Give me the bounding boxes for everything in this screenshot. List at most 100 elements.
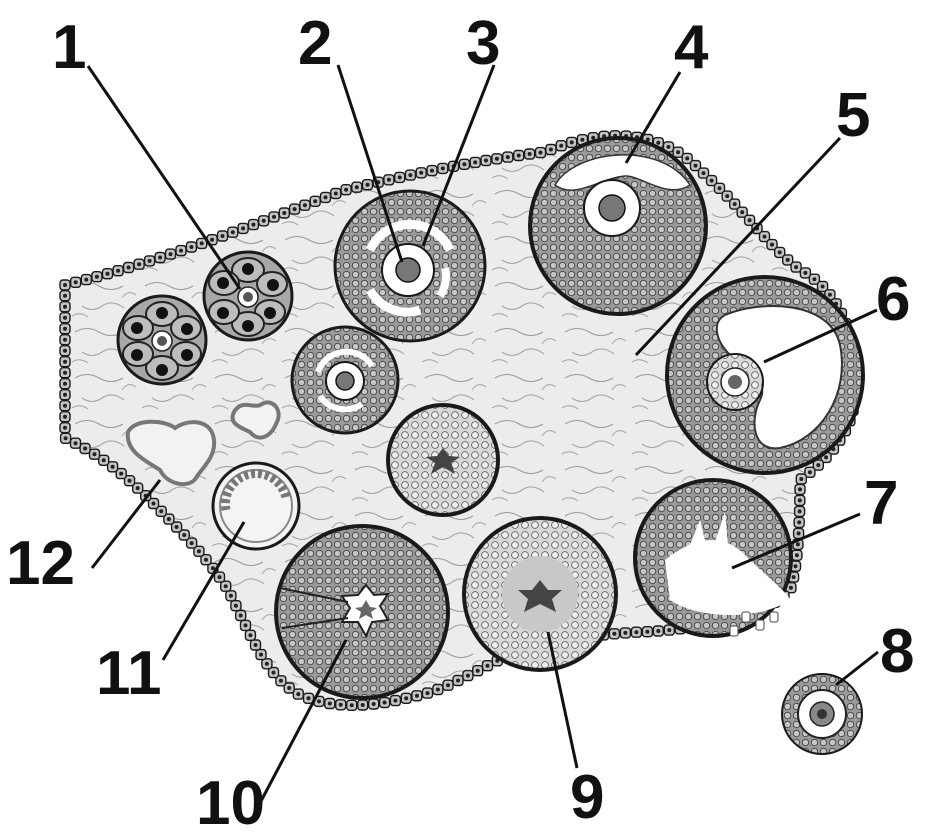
epithelium-cell-nucleus bbox=[372, 702, 376, 706]
epithelium-cell-nucleus bbox=[224, 584, 228, 588]
epithelium-cell-nucleus bbox=[152, 502, 156, 506]
epithelium-cell-nucleus bbox=[231, 230, 235, 234]
epithelium-cell-nucleus bbox=[725, 194, 729, 198]
epithelium-cell-nucleus bbox=[204, 558, 208, 562]
epithelium-cell-nucleus bbox=[559, 144, 563, 148]
label-9: 9 bbox=[570, 763, 604, 832]
label-8: 8 bbox=[880, 617, 914, 686]
atretic-follicle-center bbox=[388, 405, 498, 515]
primordial-follicle-lower bbox=[118, 296, 206, 384]
label-6: 6 bbox=[876, 265, 910, 334]
epithelium-cell-nucleus bbox=[265, 662, 269, 666]
label-11: 11 bbox=[96, 639, 162, 708]
epithelium-cell-nucleus bbox=[63, 349, 67, 353]
epithelium-cell-nucleus bbox=[63, 404, 67, 408]
epithelium-cell-nucleus bbox=[324, 195, 328, 199]
epithelium-cell-nucleus bbox=[293, 207, 297, 211]
epithelium-cell-nucleus bbox=[570, 140, 574, 144]
epithelium-cell-nucleus bbox=[733, 202, 737, 206]
epithelium-cell-nucleus bbox=[148, 259, 152, 263]
epithelium-cell-nucleus bbox=[159, 509, 163, 513]
epithelium-cell-nucleus bbox=[307, 696, 311, 700]
epithelium-cell-nucleus bbox=[279, 679, 283, 683]
epithelium-cell-nucleus bbox=[786, 258, 790, 262]
epithelium-cell-nucleus bbox=[796, 542, 800, 546]
label-10: 10 bbox=[196, 769, 265, 834]
epithelium-cell-nucleus bbox=[175, 525, 179, 529]
epithelium-cell-nucleus bbox=[248, 633, 252, 637]
epithelium-cell-nucleus bbox=[239, 614, 243, 618]
epithelium-cell-nucleus bbox=[334, 192, 338, 196]
epithelium-cell-nucleus bbox=[710, 179, 714, 183]
epithelium-cell-nucleus bbox=[798, 487, 802, 491]
epithelium-cell-nucleus bbox=[119, 472, 123, 476]
epithelium-cell-nucleus bbox=[190, 541, 194, 545]
epithelium-cell-nucleus bbox=[200, 241, 204, 245]
epithelium-cell-nucleus bbox=[778, 250, 782, 254]
epithelium-cell-nucleus bbox=[83, 447, 87, 451]
epithelium-cell-nucleus bbox=[580, 138, 584, 142]
epithelium-cell-nucleus bbox=[462, 162, 466, 166]
epithelium-cell-nucleus bbox=[797, 520, 801, 524]
epithelium-cell-nucleus bbox=[795, 553, 799, 557]
epithelium-cell-nucleus bbox=[398, 175, 402, 179]
epithelium-cell-nucleus bbox=[387, 178, 391, 182]
corpus-albicans bbox=[213, 463, 299, 549]
epithelium-cell-nucleus bbox=[430, 169, 434, 173]
epithelium-cell-nucleus bbox=[549, 148, 553, 152]
epithelium-cell-nucleus bbox=[63, 415, 67, 419]
growing-follicle-small bbox=[292, 327, 398, 433]
epithelium-cell-nucleus bbox=[419, 171, 423, 175]
epithelium-cell-nucleus bbox=[234, 604, 238, 608]
epithelium-cell-nucleus bbox=[63, 294, 67, 298]
epithelium-cell-nucleus bbox=[466, 674, 470, 678]
corpus-luteum-large bbox=[276, 526, 448, 698]
epithelium-cell-nucleus bbox=[244, 623, 248, 627]
epithelium-cell-nucleus bbox=[93, 452, 97, 456]
epithelium-cell-nucleus bbox=[441, 166, 445, 170]
epithelium-cell-nucleus bbox=[137, 262, 141, 266]
epithelium-cell-nucleus bbox=[63, 327, 67, 331]
label-7: 7 bbox=[864, 469, 898, 538]
epithelium-cell-nucleus bbox=[792, 575, 796, 579]
epithelium-cell-nucleus bbox=[393, 699, 397, 703]
label-4: 4 bbox=[674, 13, 709, 82]
epithelium-cell-nucleus bbox=[702, 171, 706, 175]
epithelium-cell-nucleus bbox=[667, 628, 671, 632]
epithelium-cell-nucleus bbox=[821, 285, 825, 289]
epithelium-cell-nucleus bbox=[456, 679, 460, 683]
epithelium-cell-nucleus bbox=[63, 426, 67, 430]
epithelium-cell-nucleus bbox=[436, 688, 440, 692]
epithelium-cell-nucleus bbox=[824, 455, 828, 459]
epithelium-cell-nucleus bbox=[816, 463, 820, 467]
epithelium-cell-nucleus bbox=[506, 155, 510, 159]
epithelium-cell-nucleus bbox=[303, 203, 307, 207]
label-3: 3 bbox=[466, 9, 500, 78]
label-5: 5 bbox=[836, 81, 870, 150]
epithelium-cell-nucleus bbox=[63, 338, 67, 342]
epithelium-cell-nucleus bbox=[656, 141, 660, 145]
epithelium-cell-nucleus bbox=[259, 653, 263, 657]
epithelium-cell-nucleus bbox=[808, 470, 812, 474]
epithelium-cell-nucleus bbox=[517, 154, 521, 158]
epithelium-cell-nucleus bbox=[116, 269, 120, 273]
epithelium-cell-nucleus bbox=[798, 509, 802, 513]
epithelium-cell-nucleus bbox=[789, 586, 793, 590]
label-2: 2 bbox=[298, 9, 332, 78]
epithelium-cell-nucleus bbox=[656, 629, 660, 633]
epithelium-cell-nucleus bbox=[539, 151, 543, 155]
epithelium-cell-nucleus bbox=[799, 477, 803, 481]
epithelium-cell-nucleus bbox=[63, 382, 67, 386]
epithelium-cell-nucleus bbox=[182, 533, 186, 537]
epithelium-cell-nucleus bbox=[495, 157, 499, 161]
epithelium-cell-nucleus bbox=[254, 643, 258, 647]
epithelium-cell-nucleus bbox=[426, 691, 430, 695]
epithelium-cell-nucleus bbox=[84, 278, 88, 282]
epithelium-cell-nucleus bbox=[197, 549, 201, 553]
label-12: 12 bbox=[6, 529, 75, 598]
epithelium-cell-nucleus bbox=[770, 243, 774, 247]
epithelium-cell-nucleus bbox=[169, 252, 173, 256]
epithelium-cell-nucleus bbox=[344, 188, 348, 192]
growing-follicle-large bbox=[335, 191, 485, 341]
